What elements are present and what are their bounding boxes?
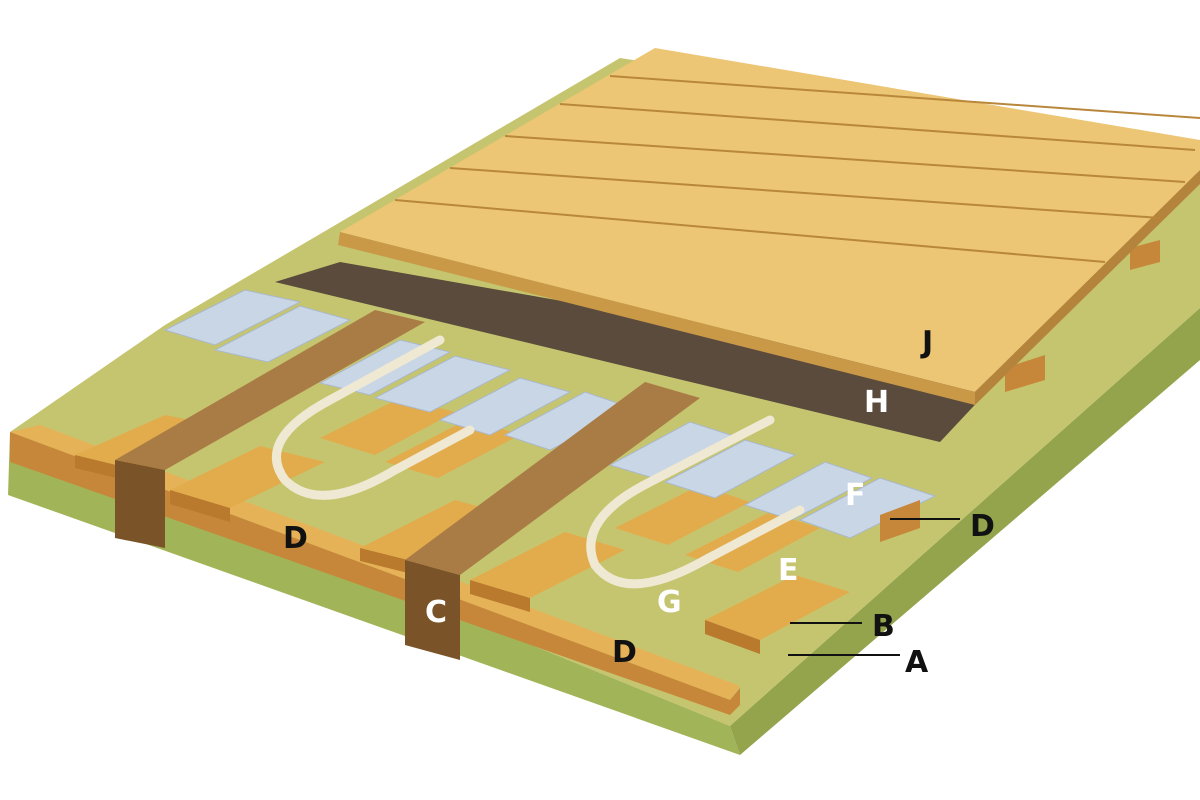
floorboard-right-edge	[975, 170, 1200, 405]
plate	[213, 305, 352, 363]
joist-front	[405, 560, 460, 660]
heating-pipes	[271, 335, 805, 589]
right-batten-rail	[880, 240, 1160, 542]
floorboards	[338, 48, 1200, 405]
label-d-right: D	[970, 509, 995, 544]
label-f: F	[845, 478, 866, 513]
plate	[163, 289, 302, 346]
label-h: H	[864, 385, 889, 420]
batten	[320, 398, 455, 455]
label-c: C	[425, 595, 447, 630]
batten	[615, 485, 750, 545]
label-g: G	[657, 585, 682, 620]
floorboard-front-edge	[338, 232, 975, 405]
plate	[373, 355, 512, 413]
plate	[663, 439, 797, 499]
membrane-layer	[275, 262, 1000, 442]
label-d-bottom: D	[612, 635, 637, 670]
batten	[170, 446, 325, 508]
pipe-loop-right	[586, 415, 805, 589]
joist-front	[115, 460, 165, 548]
label-d-left: D	[283, 521, 308, 556]
label-j: J	[920, 325, 933, 360]
label-b: B	[872, 609, 895, 644]
pipe-loop-left	[271, 335, 475, 500]
insulation-right-side	[730, 308, 1200, 755]
label-e: E	[778, 553, 799, 588]
batten	[470, 532, 625, 598]
plate	[743, 461, 874, 521]
joist-top	[115, 310, 425, 470]
plate	[798, 477, 937, 539]
batten	[705, 575, 850, 640]
joist-top	[405, 382, 700, 575]
joists	[115, 310, 700, 660]
label-a: A	[905, 645, 929, 680]
